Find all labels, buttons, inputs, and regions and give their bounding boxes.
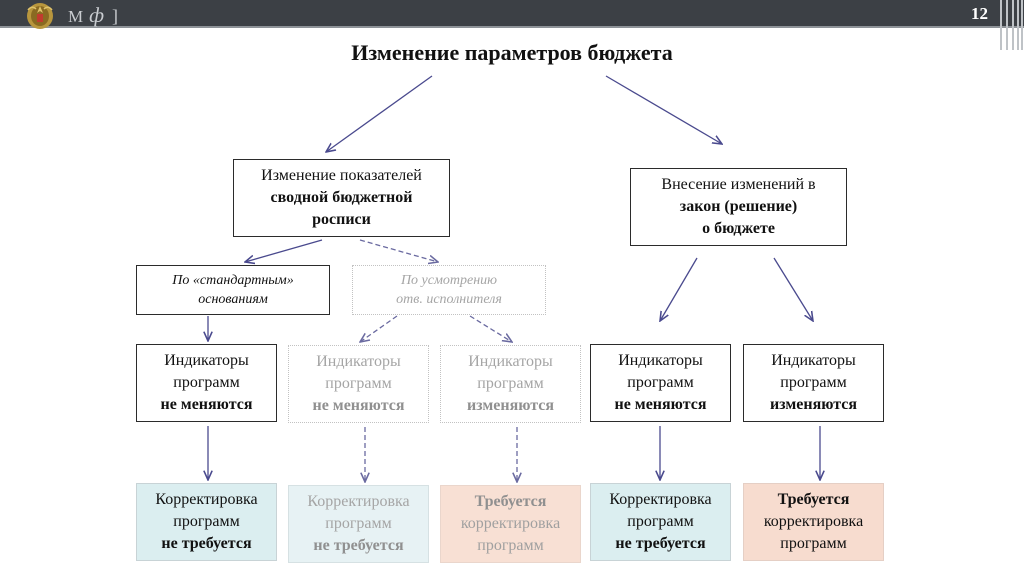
box-line: программ — [477, 537, 544, 554]
box-outcome-5: Требуется корректировка программ — [743, 483, 884, 561]
header-divider — [0, 26, 1024, 28]
box-line: программ — [173, 374, 240, 391]
box-line: Изменение показателей — [261, 167, 422, 184]
box-line: Требуется — [777, 491, 850, 508]
emblem-icon — [27, 3, 53, 29]
header-bar — [0, 0, 1024, 26]
box-indicators-4: Индикаторы программ не меняются — [590, 344, 731, 422]
box-line: не меняются — [614, 396, 707, 413]
box-line: Индикаторы — [771, 352, 856, 369]
box-line: закон (решение) — [679, 198, 798, 215]
box-discretion-basis: По усмотрению отв. исполнителя — [352, 265, 546, 315]
box-outcome-2: Корректировка программ не требуется — [288, 485, 429, 563]
arrow-left-to-discretion — [359, 239, 438, 262]
arrow-right-to-ind4 — [660, 257, 698, 321]
box-line: не меняются — [312, 397, 405, 414]
box-line: программ — [325, 515, 392, 532]
arrow-title-to-left — [326, 75, 433, 152]
box-line: программ — [325, 375, 392, 392]
box-line: не требуется — [161, 535, 252, 552]
box-indicators-1: Индикаторы программ не меняются — [136, 344, 277, 422]
box-summary-budget-list: Изменение показателей сводной бюджетной … — [233, 159, 450, 237]
box-line: программ — [627, 513, 694, 530]
box-line: не меняются — [160, 396, 253, 413]
box-line: Индикаторы — [316, 353, 401, 370]
box-line: Корректировка — [609, 491, 712, 508]
box-line: сводной бюджетной — [270, 189, 413, 206]
box-line: Индикаторы — [618, 352, 703, 369]
box-line: По «стандартным» — [172, 273, 294, 288]
box-line: Индикаторы — [164, 352, 249, 369]
box-line: не требуется — [615, 535, 706, 552]
box-outcome-1: Корректировка программ не требуется — [136, 483, 277, 561]
box-line: Требуется — [474, 493, 547, 510]
box-line: о бюджете — [702, 220, 775, 237]
box-outcome-4: Корректировка программ не требуется — [590, 483, 731, 561]
box-line: программ — [627, 374, 694, 391]
box-line: Внесение изменений в — [661, 176, 816, 193]
box-line: корректировка — [460, 515, 561, 532]
box-line: Корректировка — [307, 493, 410, 510]
decorative-stripes — [994, 0, 1024, 50]
box-indicators-2: Индикаторы программ не меняются — [288, 345, 429, 423]
arrow-right-to-ind5 — [773, 257, 813, 321]
arrow-title-to-right — [605, 75, 722, 144]
box-line: Индикаторы — [468, 353, 553, 370]
arrow-left-to-standard — [245, 239, 323, 262]
box-line: отв. исполнителя — [396, 292, 502, 307]
box-indicators-3: Индикаторы программ изменяются — [440, 345, 581, 423]
box-line: программ — [477, 375, 544, 392]
box-line: программ — [780, 374, 847, 391]
arrow-discretion-to-ind3 — [469, 315, 512, 342]
box-line: росписи — [312, 211, 371, 228]
box-line: изменяются — [466, 397, 555, 414]
page-title: Изменение параметров бюджета — [351, 40, 673, 65]
brand-letter-m: М — [68, 7, 84, 26]
brand-bracket: ] — [112, 6, 119, 26]
page-number: 12 — [971, 4, 988, 23]
box-line: изменяются — [769, 396, 858, 413]
box-outcome-3: Требуется корректировка программ — [440, 485, 581, 563]
box-line: программ — [780, 535, 847, 552]
arrow-discretion-to-ind2 — [360, 315, 398, 342]
box-line: не требуется — [313, 537, 404, 554]
box-line: Корректировка — [155, 491, 258, 508]
box-budget-law-amendment: Внесение изменений в закон (решение) о б… — [630, 168, 847, 246]
box-indicators-5: Индикаторы программ изменяются — [743, 344, 884, 422]
box-line: корректировка — [763, 513, 864, 530]
box-line: По усмотрению — [400, 273, 498, 288]
box-line: основаниям — [198, 292, 268, 307]
brand-letter-f: ф — [89, 3, 105, 27]
box-line: программ — [173, 513, 240, 530]
box-standard-basis: По «стандартным» основаниям — [136, 265, 330, 315]
